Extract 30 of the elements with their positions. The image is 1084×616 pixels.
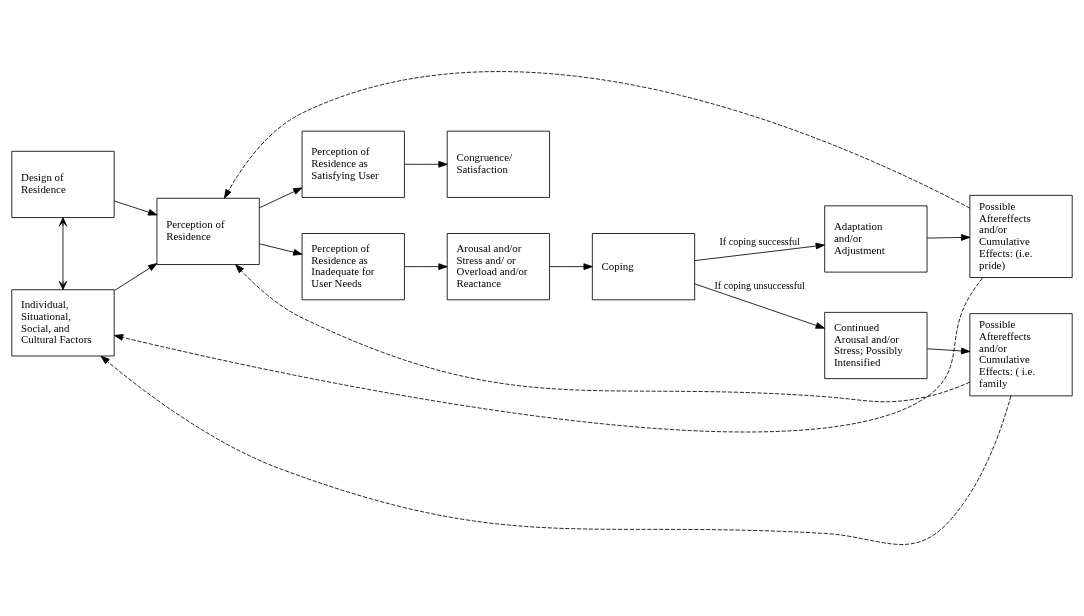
- node-box: Design of Residence: [11, 150, 115, 218]
- arrow: [114, 277, 983, 433]
- node-box: Perception of Residence as Satisfying User: [301, 130, 405, 198]
- node-box: Continued Arousal and/or Stress; Possibly Intensified: [824, 311, 928, 380]
- arrow: [235, 264, 971, 403]
- arrow: [114, 200, 158, 216]
- arrow: [259, 187, 303, 209]
- node-box: Individual, Situational, Social, and Cultural Factors: [11, 289, 115, 357]
- node-box: Congruence/ Satisfaction: [446, 130, 550, 198]
- node-box: Arousal and/or Stress and/ or Overload and/or Reactance: [446, 233, 550, 301]
- node-box: Possible Aftereffects and/or Cumulative Effects: ( i.e. family: [969, 313, 1073, 397]
- node-box: Adaptation and/or Adjustment: [824, 205, 928, 273]
- arrow: [100, 355, 1012, 545]
- arrow: [404, 160, 448, 168]
- arrow: [926, 234, 971, 241]
- node-box: Perception of Residence as Inadequate for User Needs: [301, 233, 405, 301]
- arrow: [549, 263, 593, 270]
- arrow: [694, 283, 825, 329]
- arrow: [926, 347, 971, 355]
- edge-label: If coping unsuccessful: [714, 279, 805, 291]
- arrow: [404, 263, 448, 270]
- node-box: Possible Aftereffects and/or Cumulative Effects: (i.e. pride): [969, 194, 1073, 278]
- arrow: [224, 71, 971, 209]
- arrow: [114, 263, 158, 292]
- node-box: Coping: [591, 233, 696, 301]
- edge-label: If coping successful: [719, 235, 800, 247]
- arrow: [694, 242, 825, 262]
- arrow: [259, 243, 303, 256]
- arrow: [58, 217, 68, 291]
- node-box: Perception of Residence: [156, 197, 260, 265]
